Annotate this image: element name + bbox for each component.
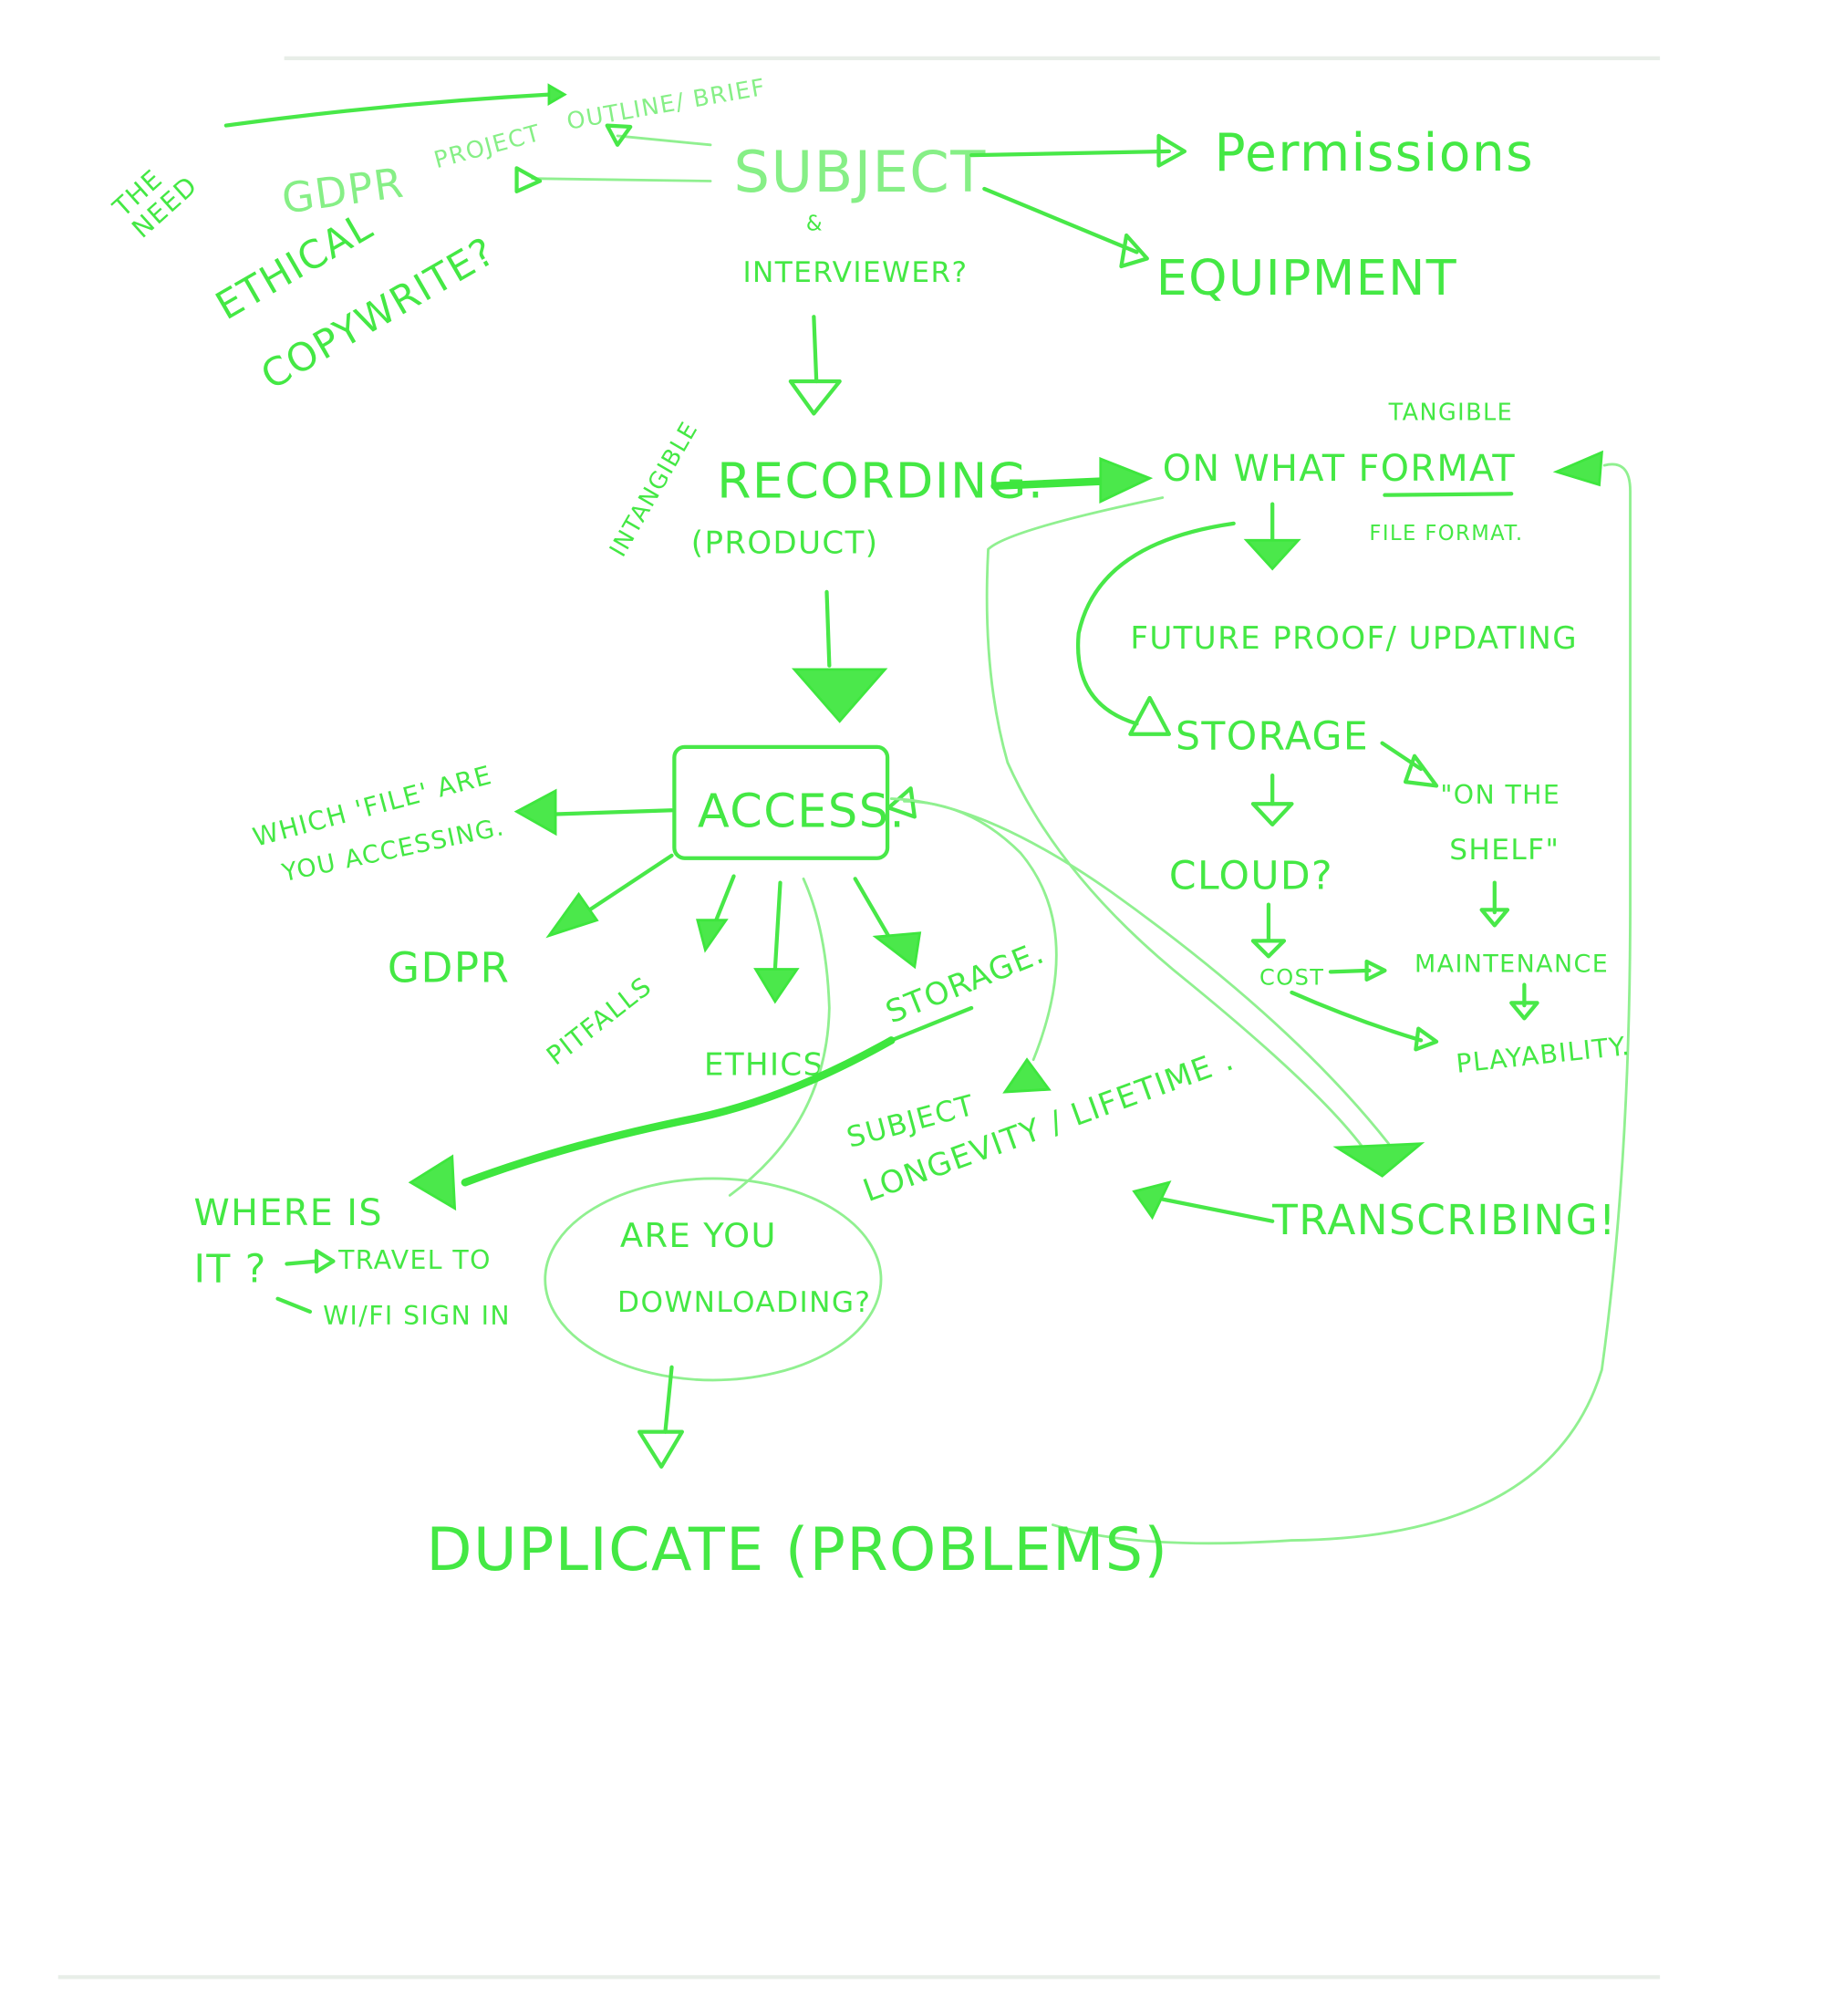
arrow-downloading-to-duplicate [663,1365,674,1434]
node-gdpr-access: GDPR [388,944,510,992]
loop-duplicate-to-format [1051,462,1632,1545]
storage-underline [889,1005,974,1043]
arrowhead-icon [1099,456,1154,504]
arrowhead-icon [1479,908,1510,928]
node-travel-to: TRAVEL TO [337,1245,492,1275]
node-downloading-2: DOWNLOADING? [617,1286,871,1319]
arrow-subject-to-gdpr [531,177,712,182]
arrowhead-icon [514,166,543,193]
node-recording: RECORDING. [717,452,1044,510]
node-subject: SUBJECT [734,139,987,205]
arrowhead-icon [1243,538,1301,571]
node-permissions: Permissions [1214,123,1534,183]
arrowhead-icon [1250,939,1287,959]
line-access-to-downloading [728,877,831,1197]
node-ethics: ETHICS [704,1047,824,1084]
node-access: ACCESS. [698,785,906,839]
arrowhead-icon [1414,1026,1439,1052]
arrow-format-to-storage [1075,521,1236,726]
arrowhead-icon [1119,233,1149,269]
arrow-cost-to-playability [1290,990,1424,1043]
arrow-subject-to-permissions [969,149,1171,158]
arrow-need-to-outline [223,92,552,128]
node-cloud: CLOUD? [1169,855,1333,899]
arrow-recording-to-access [824,589,832,668]
node-access-box [672,744,890,860]
arrowhead-icon [408,1154,457,1211]
arrow-access-to-ethics [772,880,782,972]
arrow-access-to-whichfile [553,808,674,816]
node-file-format: FILE FORMAT. [1369,522,1523,546]
node-interviewer: INTERVIEWER? [742,256,968,289]
node-downloading-ellipse [544,1177,883,1382]
arrowhead-icon [314,1249,336,1274]
node-intangible: INTANGIBLE [605,417,704,562]
arrow-access-to-gdpr [586,853,674,913]
arrowhead-icon [872,931,922,970]
node-equipment: EQUIPMENT [1156,249,1457,307]
arrowhead-icon [1364,959,1387,982]
node-transcribing: TRANSCRIBING! [1271,1196,1617,1244]
arrow-transcribing-to-left [1160,1197,1275,1223]
arrow-access-to-transcribing [889,797,1391,1146]
arrowhead-icon [1132,1180,1172,1221]
arrowhead-icon [545,891,599,939]
node-future-proof: FUTURE PROOF/ UPDATING [1130,620,1578,657]
arrow-storage-to-shelf [1380,741,1424,772]
node-ampersand: & [806,212,824,235]
arrowhead-icon [605,123,633,147]
arrowhead-icon [1250,802,1294,826]
arrowhead-icon [1509,1001,1539,1021]
arrow-subject-longevity-to-access [903,799,1058,1062]
arrow-recording-to-format [990,476,1115,491]
arrow-storage-to-where [461,1036,896,1187]
node-wifi-sign-in: WI/FI SIGN IN [323,1301,511,1331]
arrow-where-to-travel [285,1259,319,1266]
node-storage-right: STORAGE [1176,715,1369,760]
node-project: PROJECT [431,120,544,174]
node-where-is-it-2: IT ? [193,1247,266,1292]
node-on-the-shelf-2: SHELF" [1449,834,1560,867]
node-maintenance: MAINTENANCE [1415,950,1609,978]
line-format-to-transcribing [985,496,1371,1159]
node-playability: PLAYABILITY. [1455,1031,1632,1079]
arrow-subject-to-outline [616,134,712,147]
arrowhead-icon [696,919,729,953]
arrow-access-to-storage [853,877,894,943]
arrowhead-icon [1403,753,1439,788]
arrowhead-icon [791,668,888,723]
node-the-need: THE NEED [107,163,203,244]
arrowhead-icon [1128,695,1171,736]
node-pitfalls: PITFALLS [541,971,658,1071]
arrowhead-icon [788,379,842,416]
node-where-is-it-1: WHERE IS [193,1192,383,1234]
arrowhead-icon [1002,1057,1052,1094]
node-on-the-shelf-1: "ON THE [1440,780,1560,810]
arrow-cost-to-maintenance [1328,968,1372,974]
node-outline-brief: OUTLINE/ BRIEF [565,74,768,136]
node-product: (PRODUCT) [691,525,879,561]
arrowhead-icon [1332,1142,1425,1178]
node-on-what-format: ON WHAT FORMAT [1163,448,1516,490]
arrowhead-icon [1156,133,1187,168]
node-tangible: TANGIBLE [1388,400,1513,427]
arrowhead-icon [513,788,557,837]
dash-to-wifi [275,1296,313,1314]
arrow-subject-to-equipment [982,186,1139,255]
arrowhead-icon [547,83,567,106]
node-downloading-1: ARE YOU [620,1216,777,1255]
arrowhead-icon [753,968,800,1004]
arrowhead-icon [1552,450,1603,487]
arrow-interviewer-to-recording [812,315,819,384]
node-duplicate: DUPLICATE (PROBLEMS) [426,1516,1168,1585]
node-cost: COST [1259,965,1324,991]
arrowhead-icon [637,1429,684,1469]
